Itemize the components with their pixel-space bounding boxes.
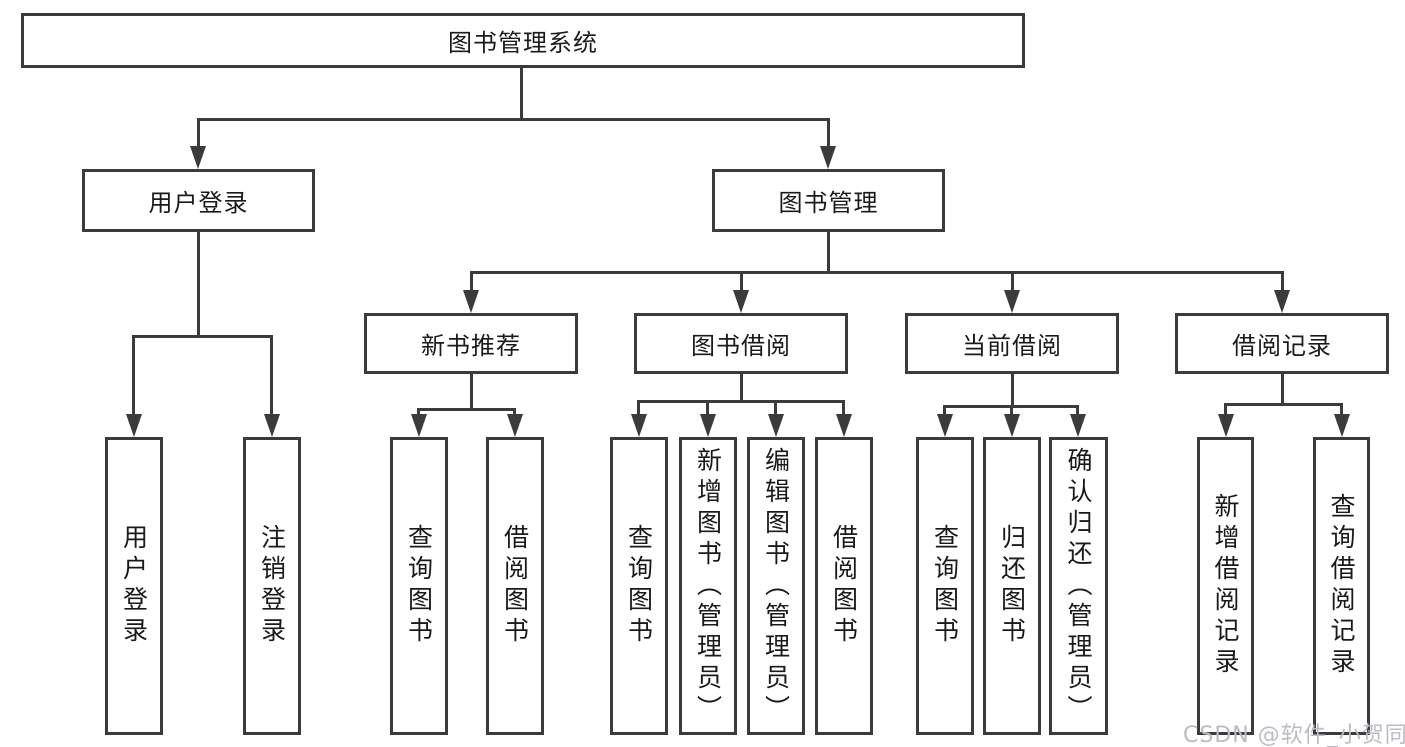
arrow-head-icon [463,290,479,313]
arrow-head-icon [1333,414,1350,437]
connector-vline-current-borrowing [1010,374,1014,408]
arrow-head-icon [1003,414,1020,437]
connector-stem [196,118,200,149]
connector-hline-book-borrowing [637,400,845,403]
arrow-head-icon [1004,290,1020,313]
arrow-head-icon [190,146,206,169]
leaf-query-books-current: 查询图书 [916,437,974,735]
node-user-login: 用户登录 [82,169,315,232]
node-current-borrowing: 当前借阅 [905,313,1119,374]
node-new-book-recommendation: 新书推荐 [364,313,578,374]
arrow-head-icon [835,414,852,437]
watermark: CSDN @软件_小贺同学 [1183,723,1405,747]
node-book-management: 图书管理 [712,169,945,232]
arrow-head-icon [630,414,647,437]
node-borrowing-records: 借阅记录 [1175,313,1389,374]
node-root: 图书管理系统 [21,13,1025,68]
leaf-confirm-return-admin: 确认归还（管理员） [1049,437,1108,735]
leaf-query-borrow-record: 查询借阅记录 [1313,437,1370,735]
connector-hline-user-login [132,335,273,338]
connector-vline-root [520,68,523,118]
connector-stem [132,335,135,417]
arrow-head-icon [410,414,427,437]
arrow-head-icon [767,414,784,437]
connector-stem [943,405,946,417]
connector-stem [774,400,777,417]
connector-vline-user-login [196,232,200,338]
arrow-head-icon [936,414,953,437]
leaf-borrow-books-recommend: 借阅图书 [486,437,544,735]
connector-stem [1224,403,1227,417]
connector-stem [417,408,420,417]
connector-stem [826,118,830,149]
connector-stem [739,271,743,293]
connector-hline-level2 [196,118,830,121]
leaf-logout: 注销登录 [243,437,301,735]
leaf-borrow-books: 借阅图书 [815,437,873,735]
arrow-head-icon [1069,414,1086,437]
arrow-head-icon [1217,414,1234,437]
connector-vline-borrowing-records [1280,374,1284,406]
leaf-add-books-admin: 新增图书（管理员） [679,437,737,735]
connector-stem [469,271,473,293]
connector-vline-book-management [826,232,830,274]
arrow-head-icon [733,290,749,313]
arrow-head-icon [263,414,280,437]
connector-hline-level3 [469,271,1283,274]
connector-vline-book-borrowing [739,374,743,403]
leaf-query-books-borrowing: 查询图书 [610,437,668,735]
connector-stem [1280,271,1284,293]
leaf-user-login: 用户登录 [105,437,163,735]
connector-stem [270,335,273,417]
arrow-head-icon [506,414,523,437]
arrow-head-icon [1274,290,1290,313]
connector-stem [1076,405,1079,417]
connector-hline-borrowing-records [1224,403,1343,406]
arrow-head-icon [820,146,836,169]
connector-stem [842,400,845,417]
leaf-add-borrow-record: 新增借阅记录 [1197,437,1254,735]
node-book-borrowing: 图书借阅 [634,313,848,374]
leaf-query-books-recommend: 查询图书 [390,437,448,735]
connector-vline-new-book [469,374,473,411]
connector-stem [706,400,709,417]
connector-stem [1010,271,1014,293]
leaf-return-books: 归还图书 [983,437,1041,735]
leaf-edit-books-admin: 编辑图书（管理员） [747,437,805,735]
arrow-head-icon [125,414,142,437]
connector-stem [1340,403,1343,417]
connector-stem [513,408,516,417]
connector-hline-new-book [417,408,516,411]
arrow-head-icon [699,414,716,437]
connector-stem [1010,405,1013,417]
connector-stem [637,400,640,417]
